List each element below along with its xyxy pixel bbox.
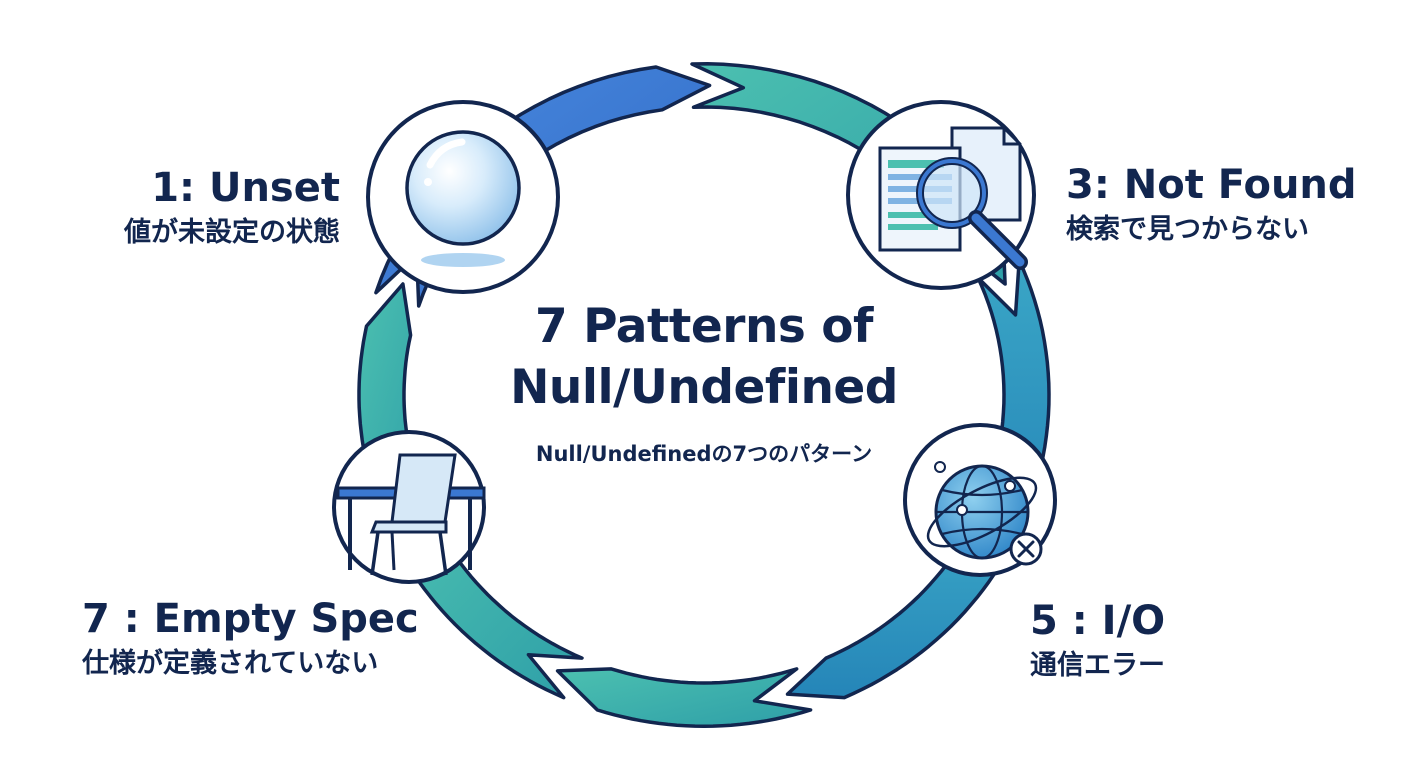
center-title-line1: 7 Patterns of [535, 299, 874, 354]
pattern-title: 5 : I/O [1030, 598, 1166, 644]
empty-desk-chair-icon [336, 453, 486, 576]
pattern-subtitle: 値が未設定の状態 [124, 217, 340, 248]
crystal-ball-icon [405, 130, 521, 267]
pattern-subtitle: 通信エラー [1030, 650, 1165, 681]
empty-spec-icon-circle [332, 430, 486, 584]
io-icon-circle [903, 423, 1057, 577]
pattern-subtitle: 仕様が定義されていない [82, 648, 379, 679]
pattern-label-not-found: 3: Not Found 検索で見つからない [1066, 160, 1357, 250]
pattern-subtitle: 検索で見つからない [1066, 214, 1309, 245]
center-subtitle: Null/Undefinedの7つのパターン [535, 442, 873, 466]
center-title: 7 Patterns of Null/Undefined [444, 296, 964, 418]
center-title-line2: Null/Undefined [510, 360, 898, 415]
pattern-label-empty-spec: 7 : Empty Spec 仕様が定義されていない [82, 594, 419, 684]
ring-segment-5 [555, 667, 813, 728]
document-search-icon [878, 126, 1028, 270]
pattern-label-io: 5 : I/O 通信エラー [1030, 596, 1165, 686]
pattern-title: 1: Unset [151, 165, 340, 211]
not-found-icon-circle [846, 100, 1036, 290]
unset-icon-circle [366, 100, 560, 294]
pattern-title: 7 : Empty Spec [82, 596, 419, 642]
pattern-title: 3: Not Found [1066, 162, 1357, 208]
globe-error-icon [926, 461, 1043, 566]
pattern-label-unset: 1: Unset 値が未設定の状態 [124, 163, 340, 253]
